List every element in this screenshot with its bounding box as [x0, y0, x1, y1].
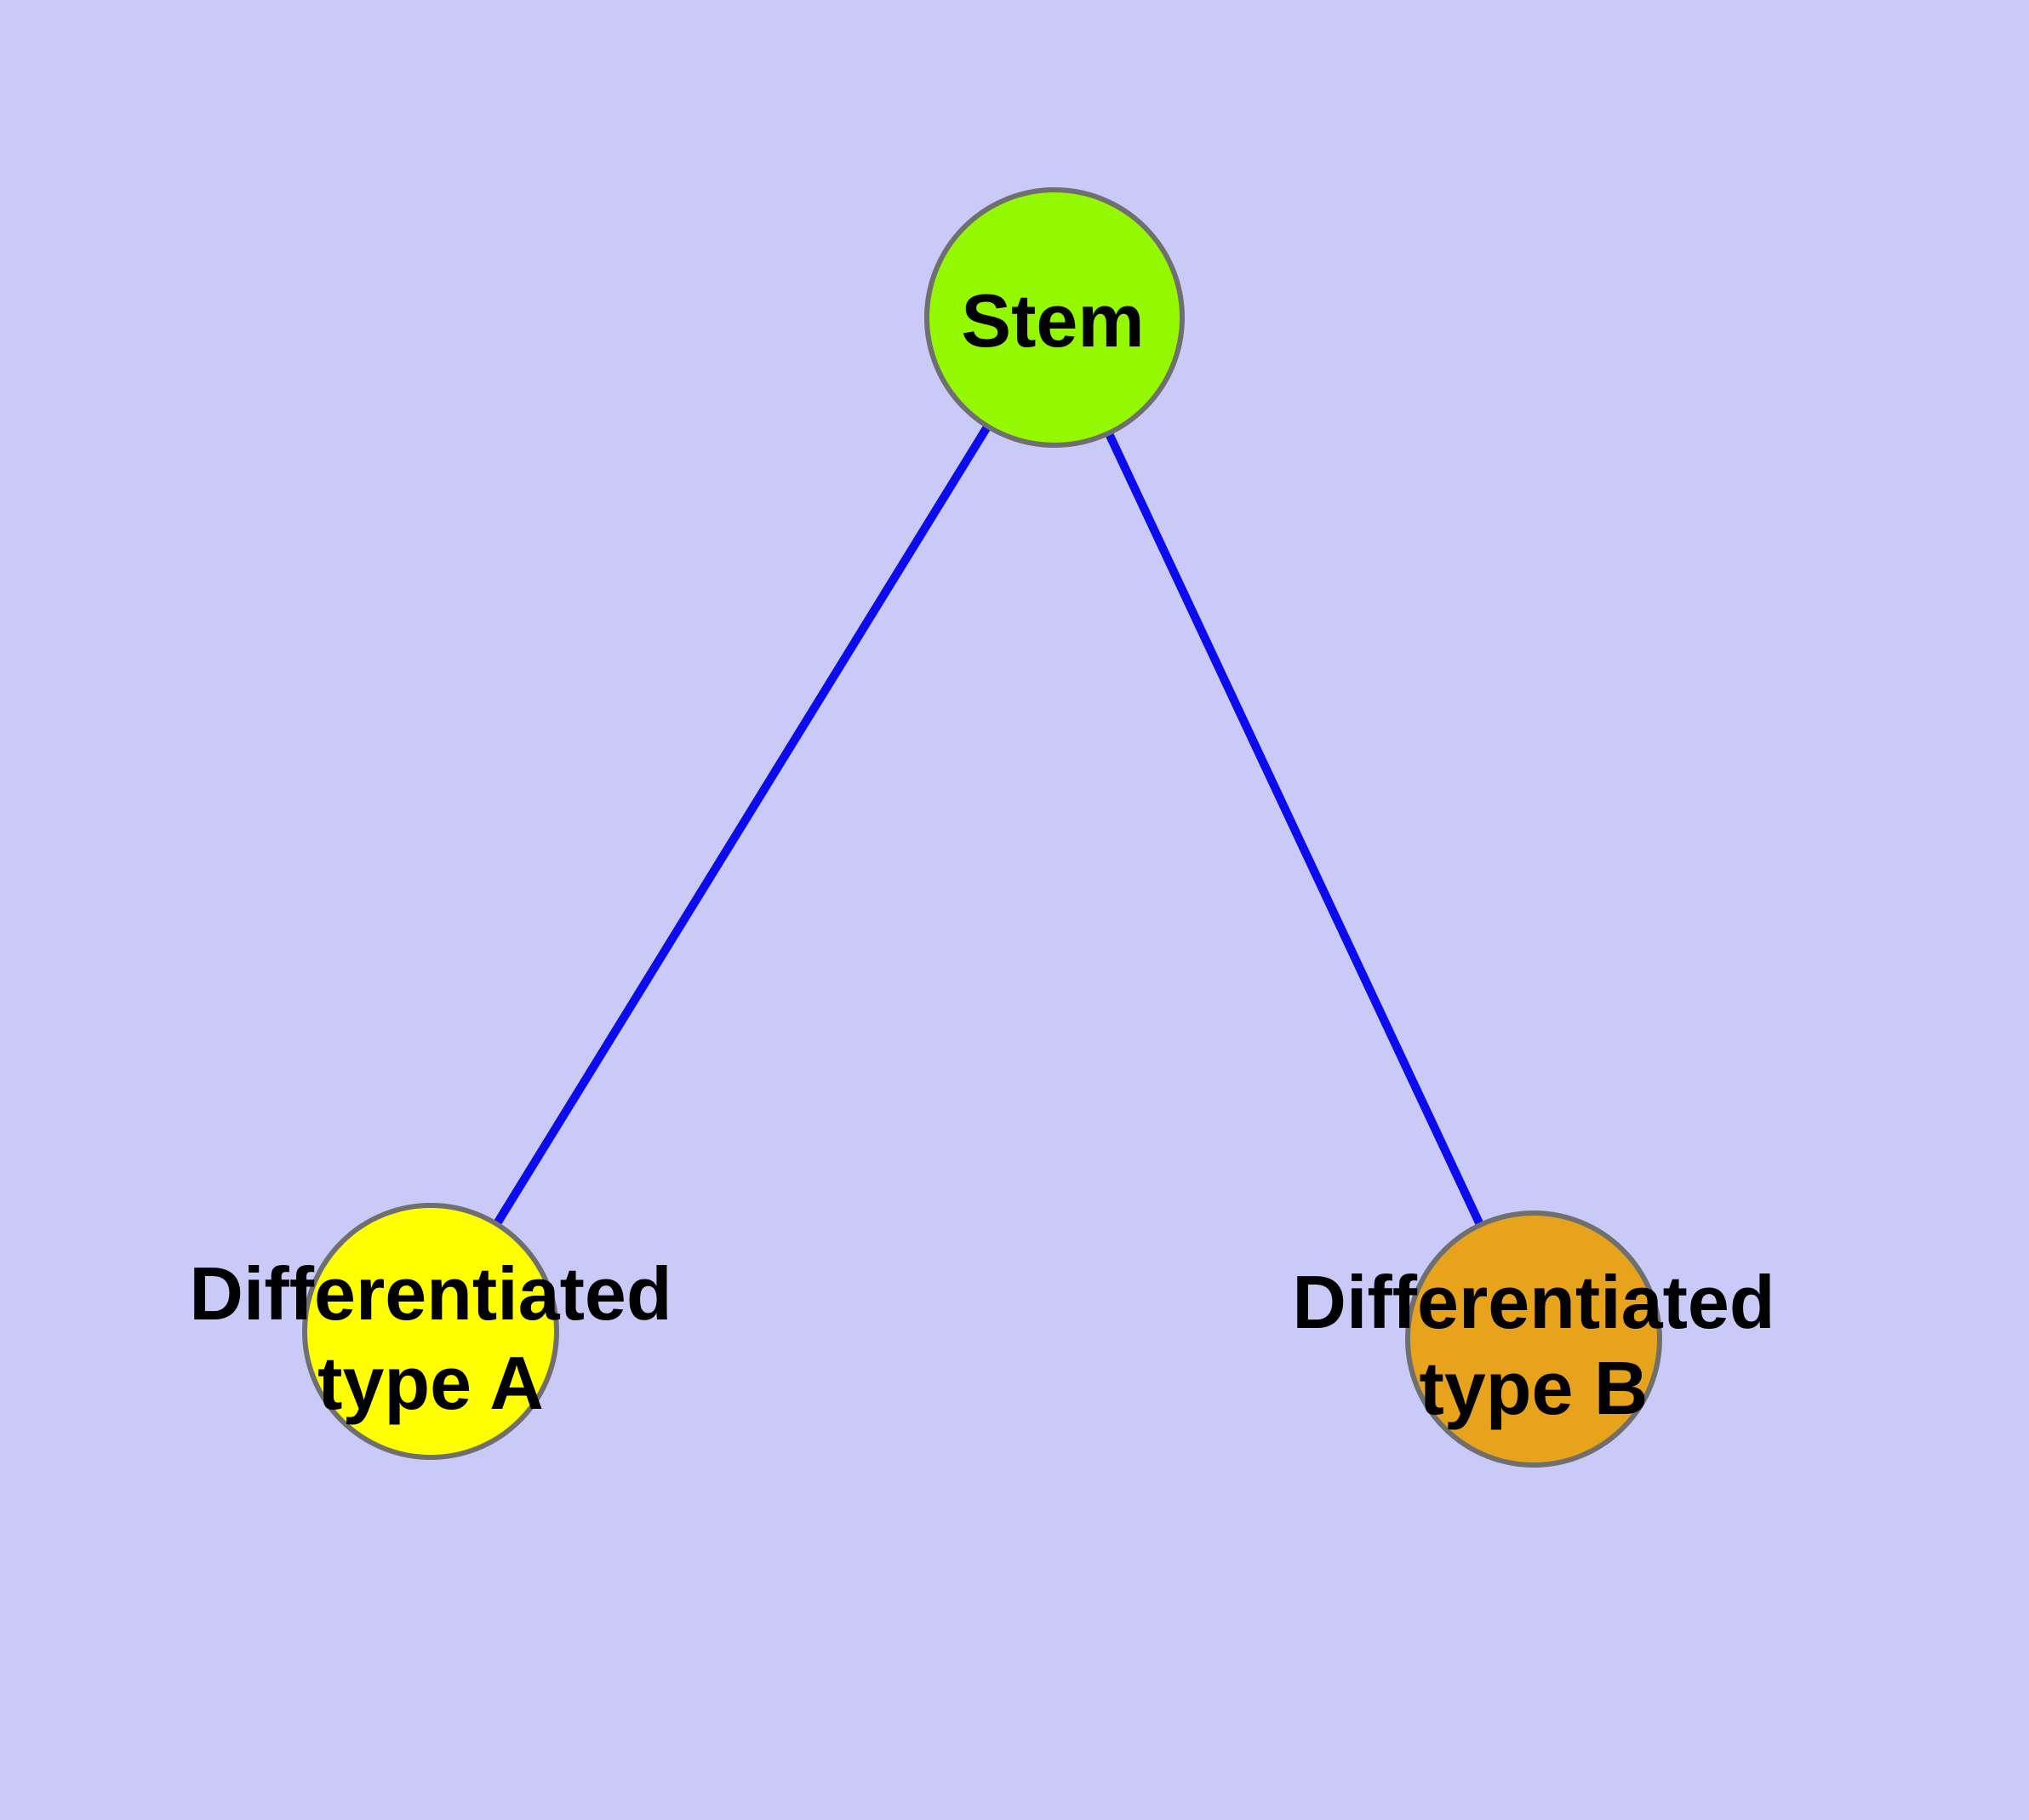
node-differentiated-type-a: Differentiated type A — [189, 1203, 672, 1460]
node-type-a-label-line2: type A — [317, 1341, 544, 1425]
node-type-a-circle — [302, 1203, 559, 1460]
node-stem-circle — [924, 187, 1185, 448]
edge-stem-to-type-b — [1050, 315, 1538, 1342]
node-stem: Stem — [924, 187, 1185, 448]
node-type-b-label-line2: type B — [1420, 1346, 1649, 1430]
node-type-b-label-line1: Differentiated — [1292, 1260, 1775, 1344]
node-type-a-label-line1: Differentiated — [189, 1251, 672, 1336]
edge-layer — [426, 315, 1538, 1342]
node-stem-label: Stem — [961, 278, 1144, 363]
edge-stem-to-type-a — [426, 315, 1059, 1334]
node-differentiated-type-b: Differentiated type B — [1292, 1210, 1775, 1468]
node-type-b-circle — [1405, 1210, 1662, 1468]
